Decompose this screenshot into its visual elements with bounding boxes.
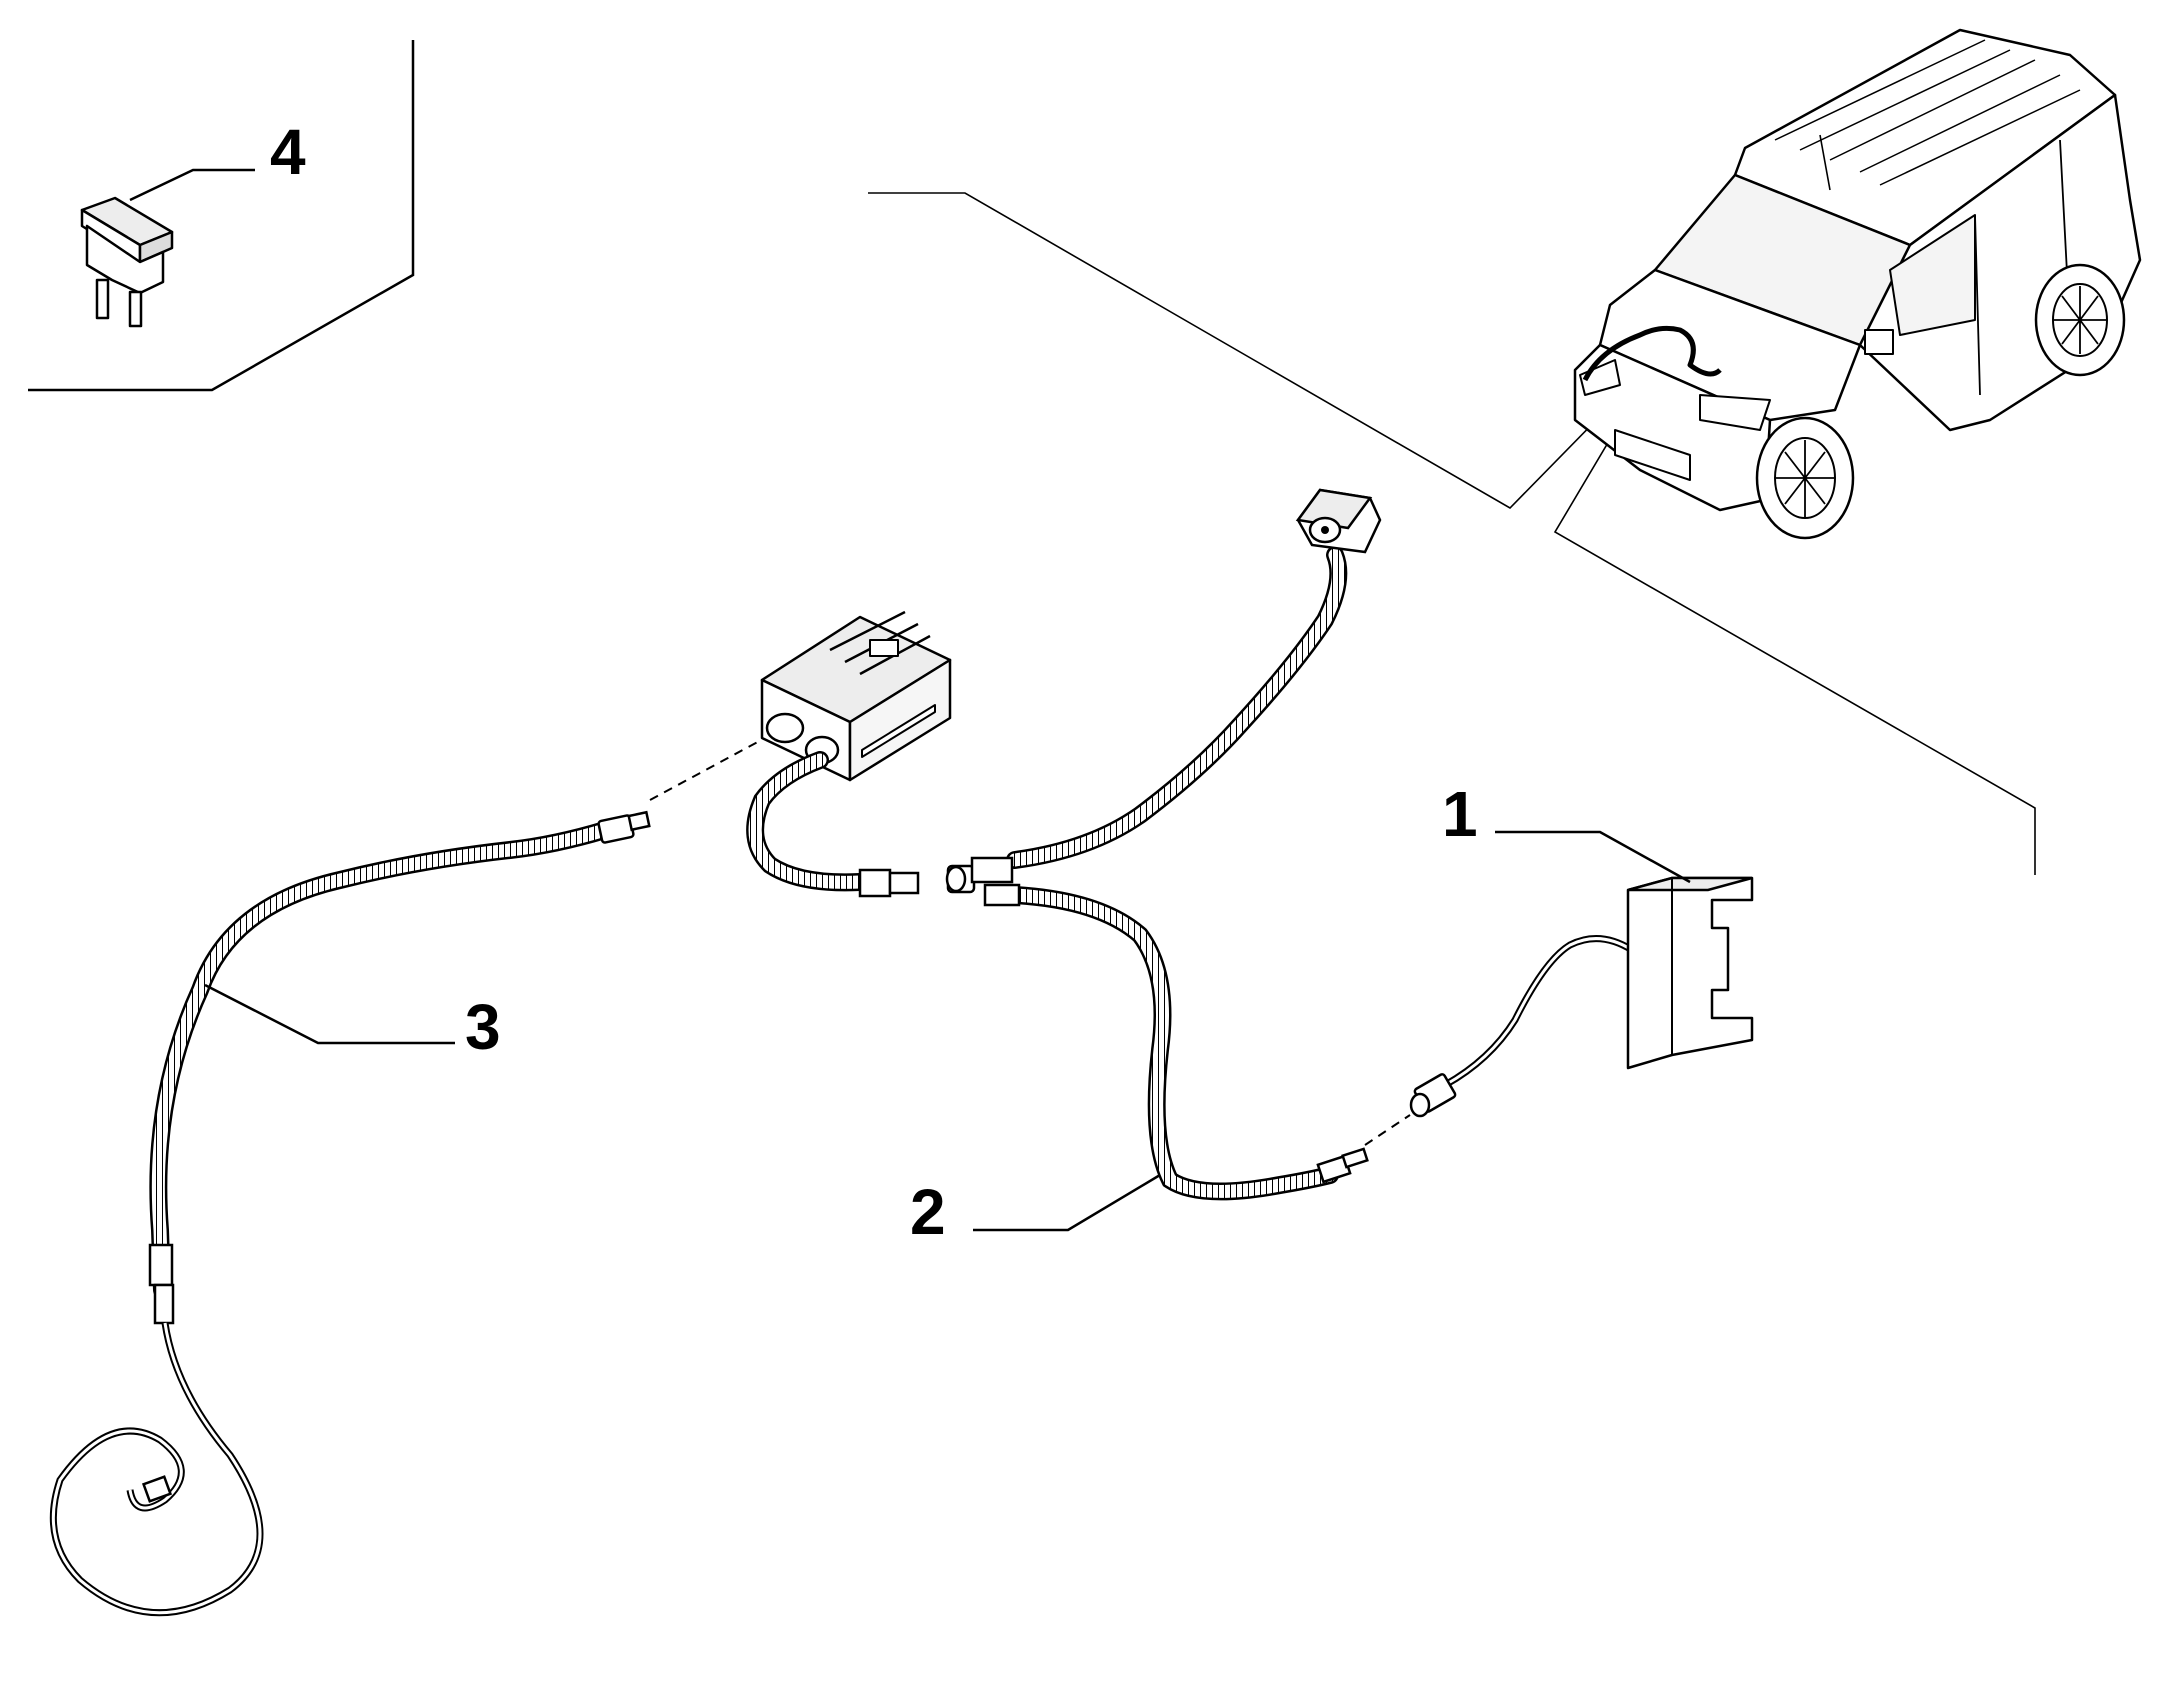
box-output-cable	[746, 751, 920, 898]
callout-leader-2	[973, 1173, 1161, 1232]
callout-label-2: 2	[910, 1176, 946, 1248]
bracket-part-1	[1409, 876, 1754, 1118]
callout-label-3: 3	[465, 991, 501, 1063]
antenna-cable-part-3	[49, 810, 651, 1617]
callout-label-4: 4	[270, 116, 306, 188]
callout-label-1: 1	[1442, 778, 1478, 850]
callout-leader-4	[129, 168, 255, 202]
fuse-icon	[80, 196, 174, 328]
callout-leader-3	[204, 983, 455, 1045]
connect-dash-3	[649, 737, 766, 801]
amplifier-box-icon	[760, 610, 952, 782]
connect-dash-2	[1364, 1114, 1411, 1146]
van-illustration	[1573, 28, 2142, 540]
harness-cable-part-2	[945, 488, 1382, 1201]
fuse-inset-frame	[28, 40, 415, 392]
callout-leader-1	[1495, 830, 1691, 884]
